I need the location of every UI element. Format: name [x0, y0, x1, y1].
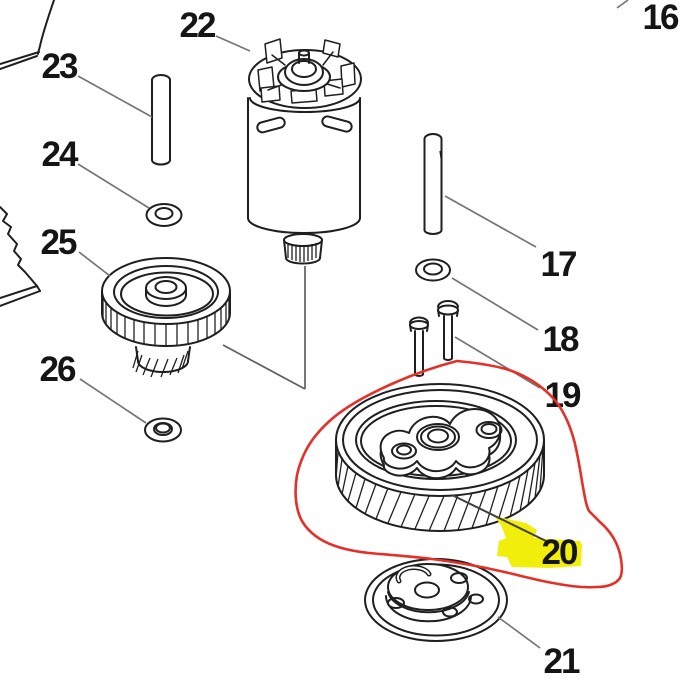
leader-20 — [451, 494, 547, 542]
leader-23 — [77, 75, 153, 118]
part-18-washer — [415, 258, 451, 282]
motor-tab-sw — [260, 85, 281, 103]
motor-tab-nw — [264, 38, 283, 64]
leader-21 — [497, 616, 541, 649]
callout-18: 18 — [451, 277, 581, 359]
part-24-washer — [145, 203, 183, 227]
callout-25: 25 — [41, 223, 111, 277]
callout-23: 23 — [42, 47, 153, 118]
motor-pinion — [283, 233, 323, 265]
part-17-pin — [423, 133, 443, 235]
assembly-lines — [222, 266, 306, 390]
gear-20-boss — [379, 408, 503, 480]
part-22-motor — [247, 38, 362, 265]
part-label-24: 24 — [42, 135, 79, 174]
motor-vent-right — [321, 115, 353, 133]
part-label-18: 18 — [543, 320, 579, 359]
part-26-washer — [144, 417, 182, 443]
gear-25-teeth — [102, 297, 230, 346]
gear-20-teeth — [335, 447, 544, 532]
part-label-16: 16 — [643, 0, 679, 37]
part-21-flange — [364, 558, 508, 642]
callout-17: 17 — [444, 195, 578, 284]
partial-part-left — [0, 206, 41, 307]
part-label-26: 26 — [40, 350, 76, 389]
leader-22 — [215, 35, 251, 52]
leader-17 — [444, 195, 537, 248]
part-23-pin — [151, 74, 171, 166]
leader-19 — [454, 336, 541, 389]
partial-part-top-left — [0, 0, 55, 70]
pin-19-left — [409, 316, 429, 377]
leader-16 — [616, 0, 629, 9]
red-highlight-circle — [294, 359, 624, 589]
part-label-17: 17 — [541, 245, 576, 284]
leader-24 — [77, 163, 150, 209]
leader-25 — [78, 251, 111, 277]
part-20-gear — [335, 383, 545, 532]
callout-24: 24 — [42, 135, 150, 209]
pin-19-right — [437, 300, 459, 361]
leader-26 — [79, 378, 147, 424]
part-25-gear — [101, 257, 231, 378]
leader-18 — [451, 277, 539, 331]
part-label-21: 21 — [544, 642, 580, 681]
callout-16: 16 — [616, 0, 681, 37]
part-label-22: 22 — [180, 6, 216, 45]
part-label-25: 25 — [41, 223, 77, 262]
motor-tab-e — [340, 62, 356, 88]
motor-vent-left — [256, 116, 286, 134]
part-label-20: 20 — [542, 533, 578, 572]
motor-tab-se — [323, 78, 344, 97]
motor-tab-ne — [322, 39, 341, 58]
callout-22: 22 — [180, 6, 251, 52]
callout-20: 20 — [451, 494, 580, 572]
part-label-23: 23 — [42, 47, 78, 86]
callout-21: 21 — [497, 616, 582, 681]
gear-25-pinion — [132, 346, 191, 378]
callout-26: 26 — [40, 350, 147, 424]
yellow-highlight — [494, 516, 582, 568]
part-19-pins — [409, 300, 459, 377]
